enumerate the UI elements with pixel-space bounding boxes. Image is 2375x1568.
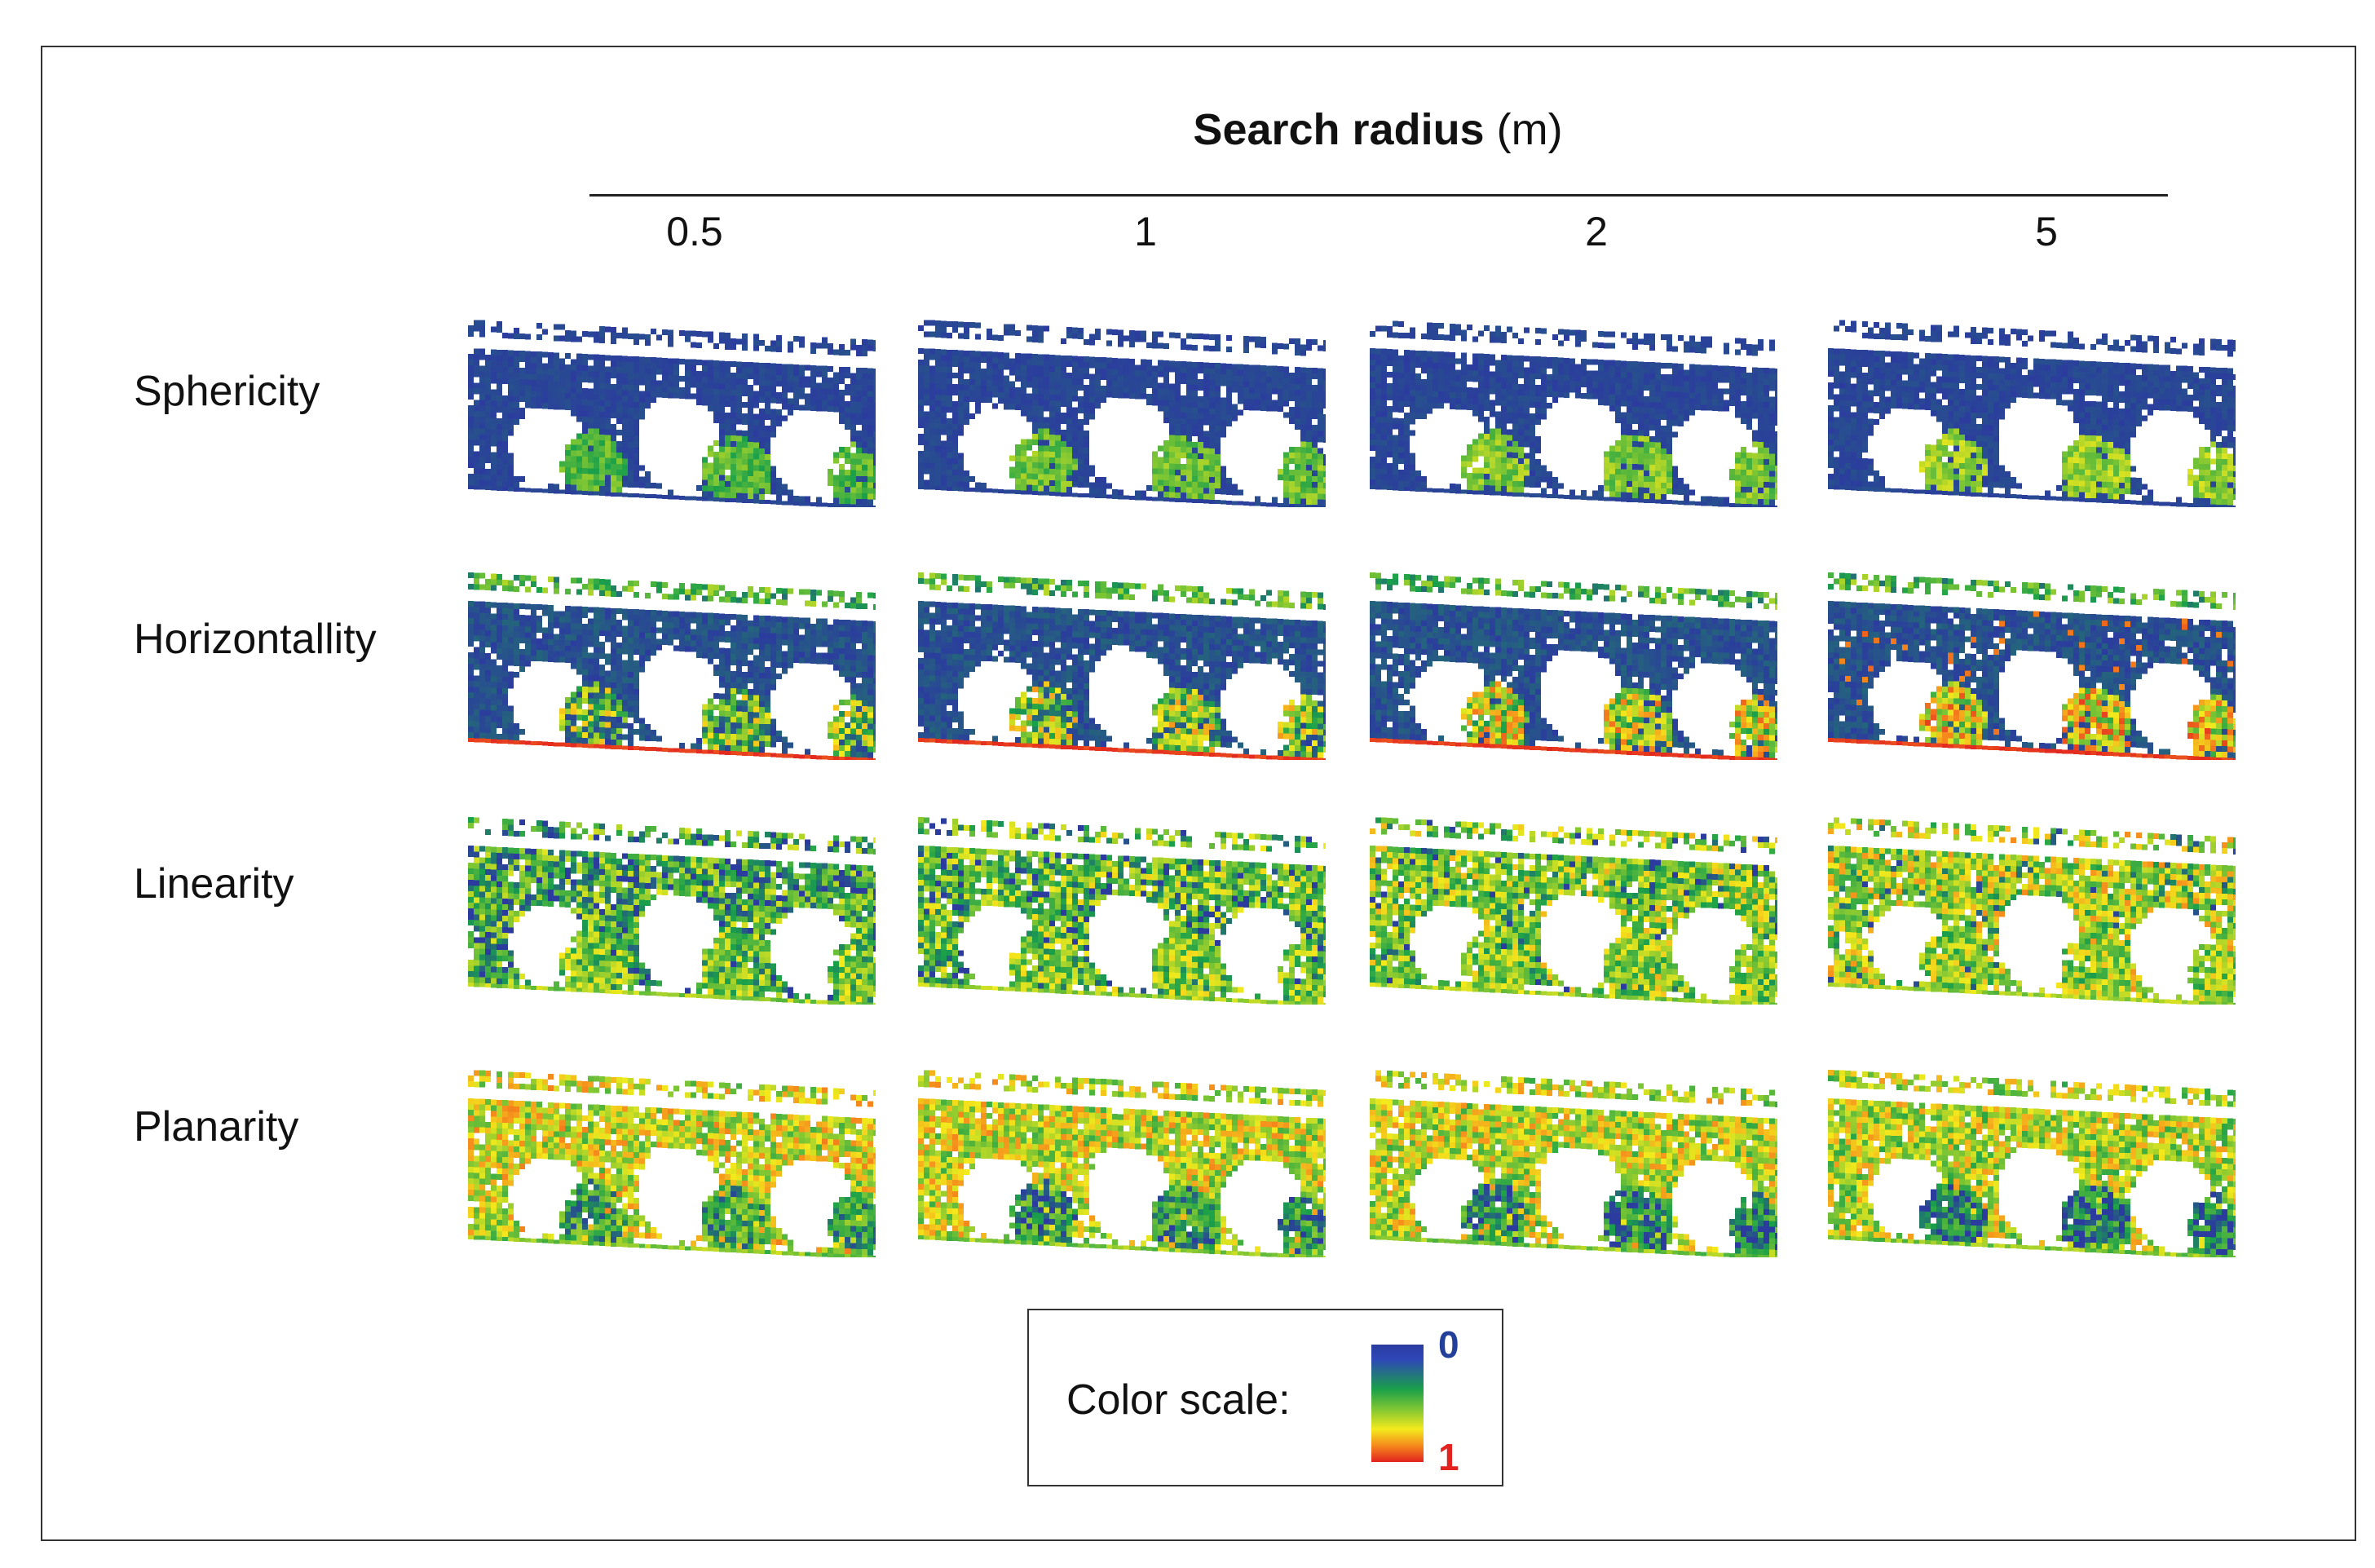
- point-cloud-horizontallity-r1: [918, 572, 1326, 760]
- point-cloud-svg: [918, 1070, 1326, 1257]
- point-cloud-svg: [918, 320, 1326, 507]
- point-cloud-svg: [468, 320, 876, 507]
- row-label-horizontallity: Horizontallity: [134, 613, 460, 665]
- color-scale-bar: [1371, 1345, 1424, 1462]
- point-cloud-sphericity-r2: [1370, 320, 1777, 507]
- legend-label: Color scale:: [1066, 1374, 1291, 1426]
- title-main: Search radius: [1193, 105, 1484, 154]
- row-label-linearity: Linearity: [134, 858, 460, 910]
- point-cloud-svg: [1828, 572, 2236, 760]
- point-cloud-planarity-r5: [1828, 1070, 2236, 1257]
- point-cloud-svg: [918, 817, 1326, 1005]
- point-cloud-linearity-r1: [918, 817, 1326, 1005]
- point-cloud-planarity-r2: [1370, 1070, 1777, 1257]
- point-cloud-linearity-r5: [1828, 817, 2236, 1005]
- point-cloud-horizontallity-r5: [1828, 572, 2236, 760]
- point-cloud-svg: [1370, 817, 1777, 1005]
- column-header-radius-1: 1: [1023, 205, 1268, 258]
- point-cloud-svg: [918, 572, 1326, 760]
- point-cloud-horizontallity-r0-5: [468, 572, 876, 760]
- point-cloud-sphericity-r0-5: [468, 320, 876, 507]
- point-cloud-svg: [468, 817, 876, 1005]
- figure-title: Search radius (m): [587, 101, 2169, 158]
- point-cloud-svg: [1370, 572, 1777, 760]
- column-header-radius-2: 2: [1474, 205, 1719, 258]
- point-cloud-svg: [1828, 1070, 2236, 1257]
- row-label-planarity: Planarity: [134, 1101, 460, 1153]
- title-underline: [589, 194, 2168, 197]
- column-header-radius-0-5: 0.5: [572, 205, 817, 258]
- point-cloud-svg: [1370, 320, 1777, 507]
- point-cloud-linearity-r2: [1370, 817, 1777, 1005]
- point-cloud-sphericity-r1: [918, 320, 1326, 507]
- point-cloud-horizontallity-r2: [1370, 572, 1777, 760]
- legend-min-value: 0: [1438, 1322, 1459, 1367]
- point-cloud-sphericity-r5: [1828, 320, 2236, 507]
- point-cloud-svg: [468, 572, 876, 760]
- color-scale-legend: Color scale: 0 1: [1027, 1309, 1503, 1486]
- point-cloud-svg: [1370, 1070, 1777, 1257]
- point-cloud-svg: [1828, 320, 2236, 507]
- figure-frame: [41, 46, 2356, 1541]
- point-cloud-svg: [1828, 817, 2236, 1005]
- row-label-sphericity: Sphericity: [134, 365, 460, 417]
- point-cloud-planarity-r0-5: [468, 1070, 876, 1257]
- point-cloud-svg: [468, 1070, 876, 1257]
- column-header-radius-5: 5: [1924, 205, 2169, 258]
- point-cloud-planarity-r1: [918, 1070, 1326, 1257]
- point-cloud-linearity-r0-5: [468, 817, 876, 1005]
- title-unit: (m): [1497, 105, 1563, 154]
- legend-max-value: 1: [1438, 1434, 1459, 1480]
